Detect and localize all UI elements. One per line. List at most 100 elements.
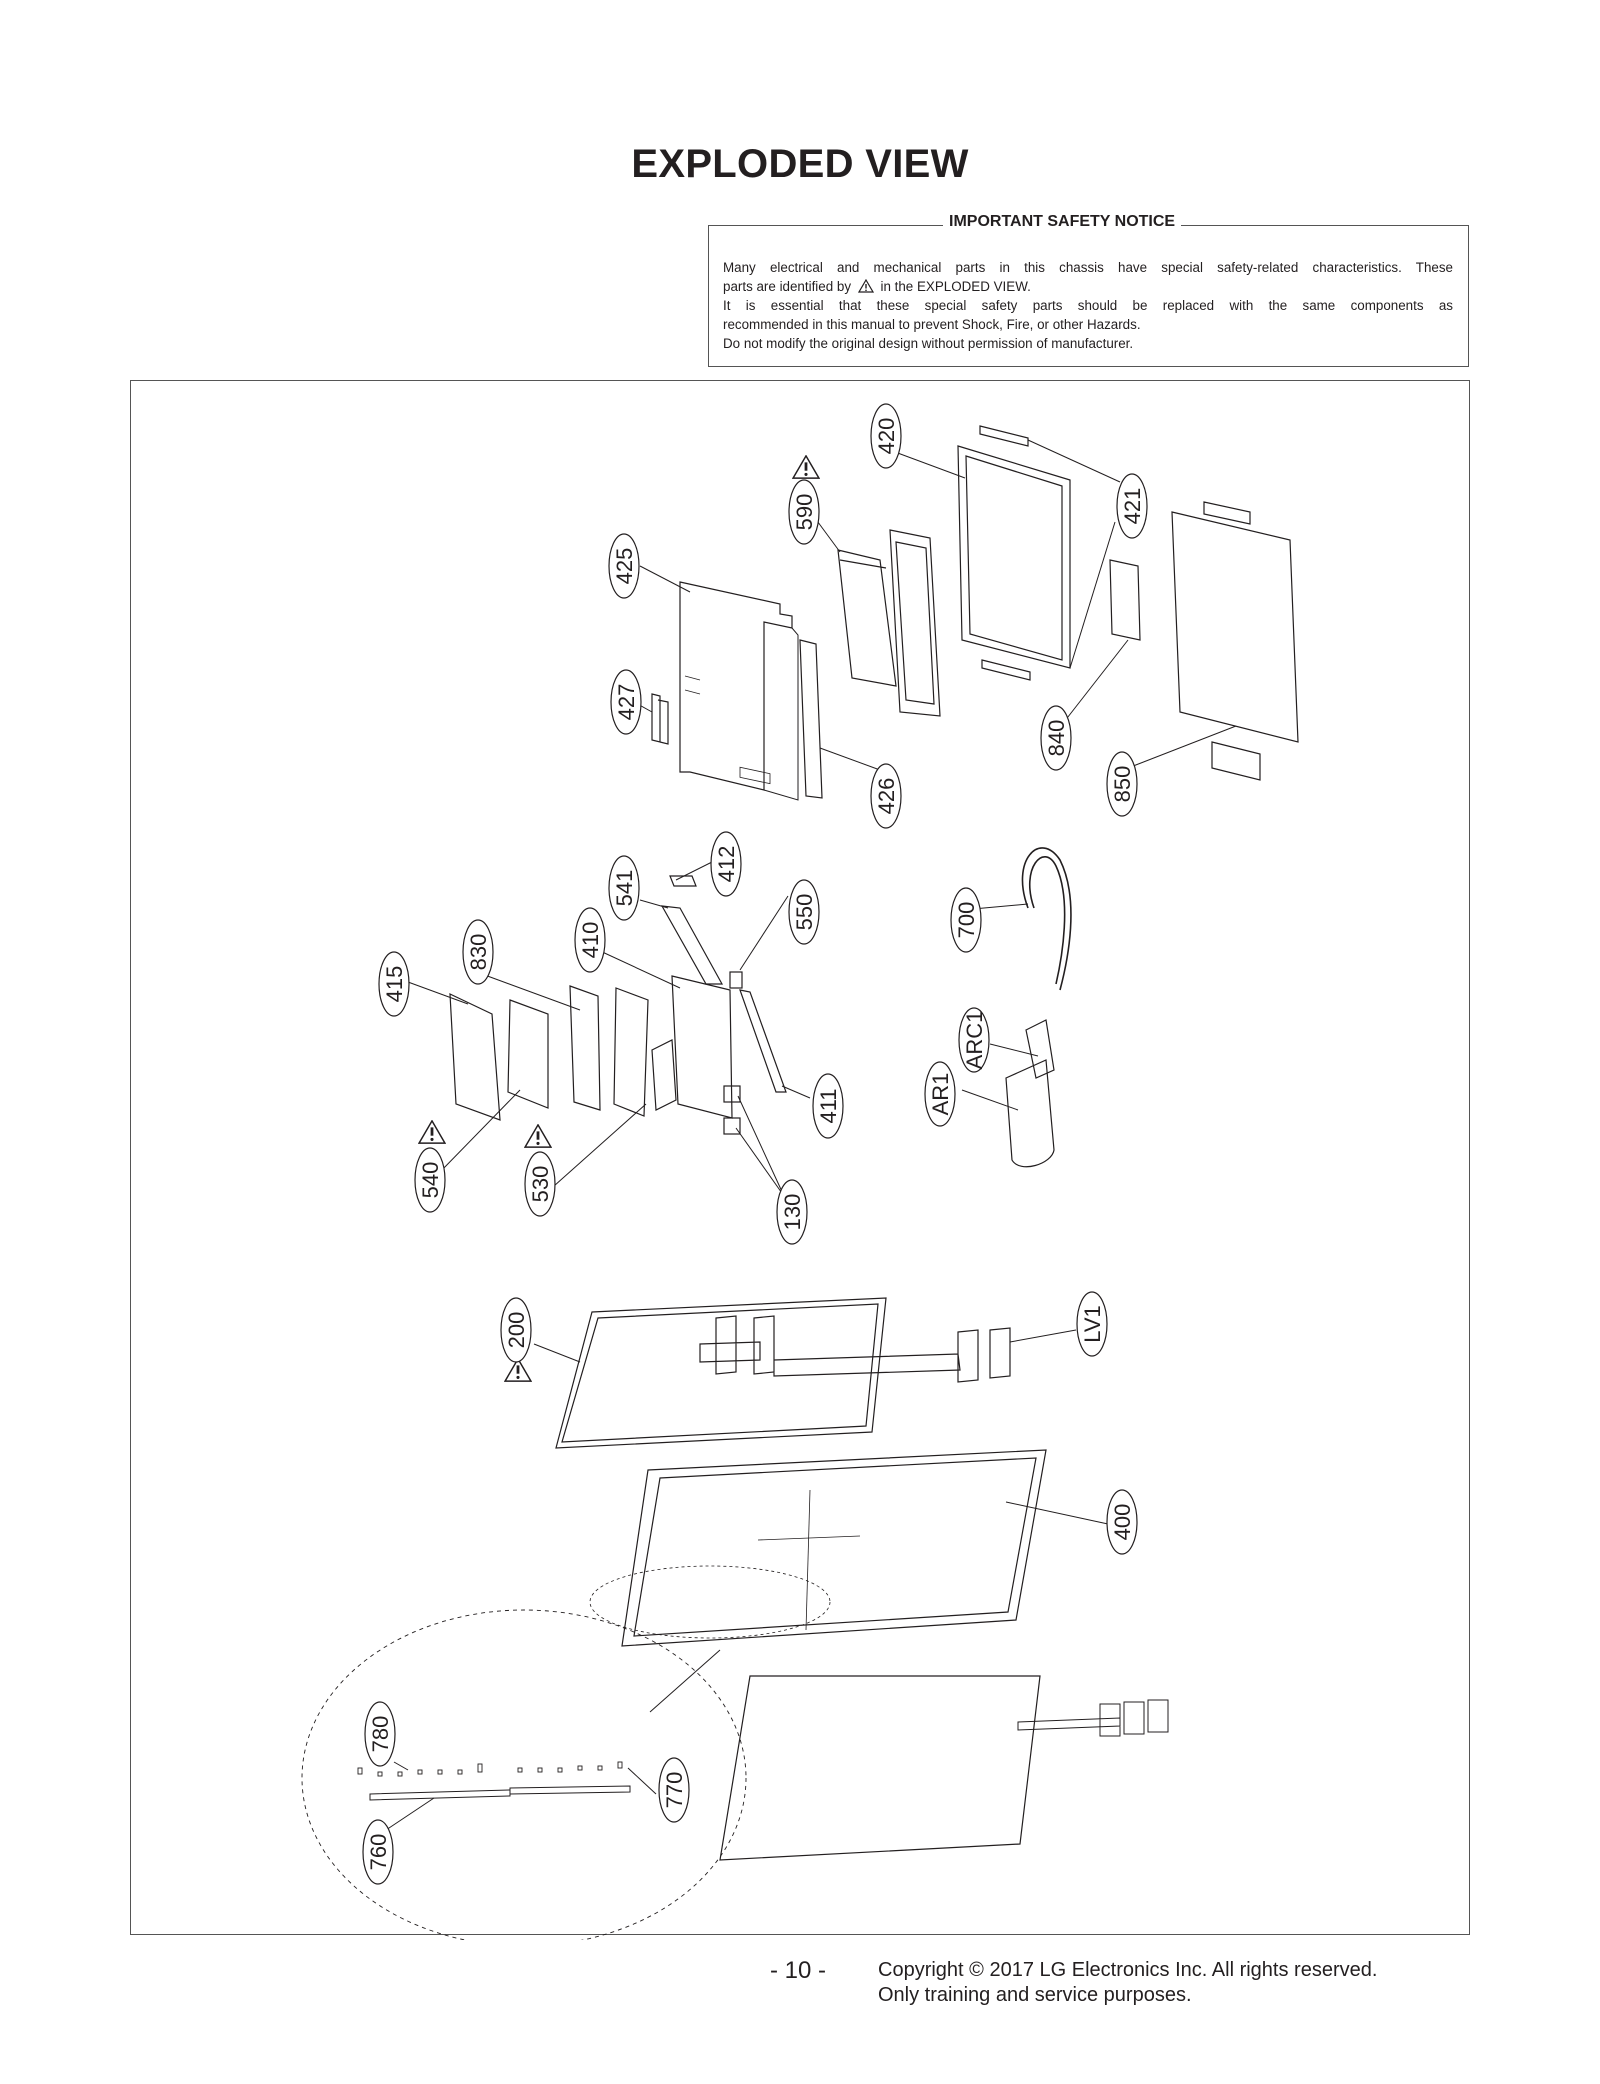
callout-425: 425 [608, 533, 640, 599]
callout-830: 830 [462, 919, 494, 985]
svg-text:760: 760 [366, 1834, 391, 1871]
part-410-shape [651, 975, 733, 1119]
callout-LV1: LV1 [1076, 1291, 1108, 1357]
detail-ellipse [301, 1609, 747, 1940]
safety-notice-line: Do not modify the original design withou… [723, 336, 1134, 351]
part-400-shape [621, 1449, 1047, 1647]
callout-ARC1: ARC1 [958, 1007, 990, 1073]
part-700-cable [1021, 847, 1072, 991]
callout-426: 426 [870, 763, 902, 829]
svg-text:700: 700 [954, 902, 979, 939]
warning-triangle-icon [792, 455, 820, 479]
svg-text:411: 411 [816, 1088, 841, 1123]
callout-540: 540 [414, 1147, 446, 1213]
svg-text:400: 400 [1110, 1504, 1135, 1541]
part-830-shape [569, 985, 601, 1111]
part-550-shape [729, 971, 743, 989]
callout-530: 530 [524, 1151, 556, 1217]
safety-notice-line: parts are identified by in the EXPLODED … [723, 277, 1453, 296]
part-425-shape [678, 582, 790, 770]
callout-421: 421 [1116, 473, 1148, 539]
svg-text:421: 421 [1120, 488, 1145, 525]
part-425-shape [679, 581, 793, 791]
part-AR1-shape [1005, 1059, 1055, 1168]
svg-text:830: 830 [466, 934, 491, 971]
svg-text:770: 770 [662, 1772, 687, 1809]
part-530-shape [613, 987, 649, 1117]
part-590-shape [837, 549, 897, 687]
callout-760: 760 [362, 1819, 394, 1885]
warning-triangle-icon [857, 279, 874, 293]
svg-text:426: 426 [874, 778, 899, 815]
svg-text:412: 412 [714, 846, 739, 883]
part-LV1-cable [699, 1315, 1011, 1383]
svg-text:541: 541 [612, 870, 637, 907]
warning-triangle-icon [524, 1124, 552, 1148]
callout-420: 420 [870, 403, 902, 469]
copyright-notice: Copyright © 2017 LG Electronics Inc. All… [878, 1958, 1377, 2008]
svg-text:AR1: AR1 [928, 1073, 953, 1116]
part-840-shape [1109, 559, 1141, 641]
part-411-shape [739, 989, 787, 1093]
safety-notice-heading: IMPORTANT SAFETY NOTICE [943, 213, 1182, 231]
safety-notice-box: IMPORTANT SAFETY NOTICE Many electrical … [708, 213, 1469, 367]
callouts: 420 590 421 425 427 426 840 850 [362, 403, 1148, 1885]
part-130-shape [723, 1117, 741, 1135]
exploded-view-frame [130, 380, 1470, 1935]
svg-text:840: 840 [1044, 720, 1069, 757]
part-ARC1-shape [1025, 1019, 1055, 1079]
callout-412: 412 [710, 831, 742, 897]
part-415-shape [449, 993, 501, 1121]
svg-text:850: 850 [1110, 766, 1135, 803]
safety-notice-line: Many electrical and mechanical parts in … [723, 260, 1453, 275]
svg-text:200: 200 [504, 1312, 529, 1349]
part-back-panel-shape [719, 1675, 1041, 1861]
safety-notice-text: parts are identified by [723, 279, 852, 294]
copyright-line: Copyright © 2017 LG Electronics Inc. All… [878, 1959, 1378, 1981]
callout-590: 590 [788, 479, 820, 545]
part-541-shape [660, 905, 724, 985]
part-drawings [301, 425, 1299, 1940]
safety-notice-body: Many electrical and mechanical parts in … [723, 258, 1453, 353]
leader-lines [385, 439, 1237, 1831]
svg-text:LV1: LV1 [1080, 1305, 1105, 1343]
svg-text:540: 540 [418, 1162, 443, 1199]
part-200-shape [555, 1297, 887, 1449]
part-850-shape [1171, 501, 1299, 781]
warning-triangle-icon [418, 1120, 446, 1144]
part-420-shape [957, 445, 1071, 669]
callout-840: 840 [1040, 705, 1072, 771]
callout-410: 410 [574, 907, 606, 973]
callout-780: 780 [364, 1701, 396, 1767]
svg-text:415: 415 [382, 966, 407, 1003]
svg-text:550: 550 [792, 894, 817, 931]
part-421-shape [979, 425, 1029, 447]
safety-notice-line: It is essential that these special safet… [723, 298, 1453, 313]
callout-700: 700 [950, 887, 982, 953]
part-421-shape [981, 659, 1031, 681]
callout-850: 850 [1106, 751, 1138, 817]
callout-130: 130 [776, 1179, 808, 1245]
callout-541: 541 [608, 855, 640, 921]
page-number: - 10 - [770, 1957, 827, 1984]
svg-text:530: 530 [528, 1166, 553, 1203]
callout-415: 415 [378, 951, 410, 1017]
callout-200: 200 [500, 1297, 532, 1363]
safety-notice-text: in the EXPLODED VIEW. [880, 279, 1031, 294]
callout-427: 427 [610, 669, 642, 735]
part-427-shape [651, 693, 669, 745]
exploded-view-diagram: 420 590 421 425 427 426 840 850 [301, 403, 1299, 1940]
svg-text:ARC1: ARC1 [962, 1011, 987, 1070]
safety-notice-line: recommended in this manual to prevent Sh… [723, 317, 1141, 332]
callout-550: 550 [788, 879, 820, 945]
svg-text:780: 780 [368, 1716, 393, 1753]
callout-AR1: AR1 [924, 1061, 956, 1127]
part-130-shape [723, 1085, 741, 1103]
part-426-shape [799, 639, 823, 799]
svg-text:427: 427 [614, 684, 639, 721]
callout-770: 770 [658, 1757, 690, 1823]
callout-400: 400 [1106, 1489, 1138, 1555]
svg-text:420: 420 [874, 418, 899, 455]
copyright-line: Only training and service purposes. [878, 1984, 1192, 2006]
part-412-shape [669, 875, 697, 887]
